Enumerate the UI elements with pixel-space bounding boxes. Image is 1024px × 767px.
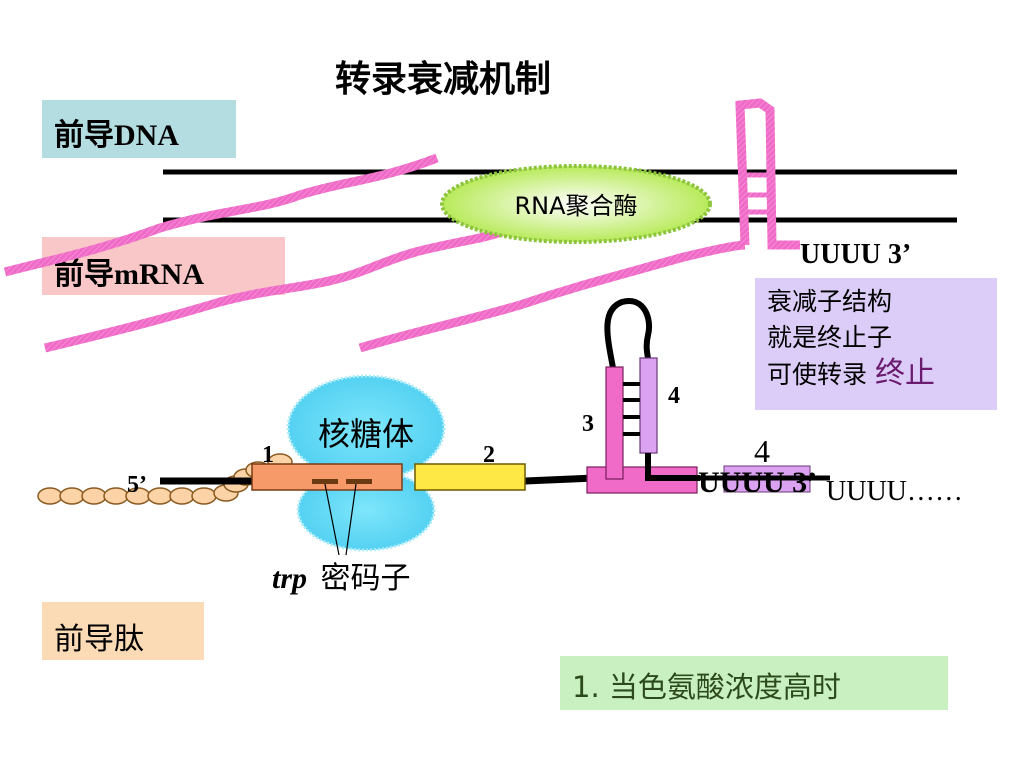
region-3-stem xyxy=(605,366,624,480)
trailing-u-label: UUUU…… xyxy=(826,476,963,507)
note-line-1: 衰减子结构 xyxy=(767,287,893,316)
region-4-number: 4 xyxy=(668,383,680,409)
region-1-number: 1 xyxy=(262,442,274,468)
condition-label: 1. 当色氨酸浓度高时 xyxy=(560,656,948,710)
leader-mrna-label: 前导mRNA xyxy=(42,237,285,295)
trp-codon-pointer-2 xyxy=(345,483,357,556)
region-2-box xyxy=(414,463,526,491)
upper-3prime-label: UUUU 3’ xyxy=(800,239,911,270)
trp-codon-label: trp 密码子 xyxy=(272,561,411,596)
upper-hairpin-rungs xyxy=(742,172,771,215)
ribosome-label: 核糖体 xyxy=(318,415,414,453)
note-line-3: 可使转录 终止 xyxy=(767,356,997,393)
region-2-number: 2 xyxy=(483,442,495,468)
rna-polymerase-label: RNA聚合酶 xyxy=(514,192,637,220)
mrna-linker-2-3 xyxy=(524,474,596,485)
trp-codon-pointer-1 xyxy=(324,483,340,556)
upper-hairpin xyxy=(735,98,800,250)
region-4-stem xyxy=(639,357,658,454)
note-termination-emphasis: 终止 xyxy=(874,356,935,391)
lower-3prime-label: UUUU 3’ xyxy=(698,466,817,499)
leader-dna-label: 前导DNA xyxy=(42,100,236,158)
five-prime-label: 5’ xyxy=(127,472,147,498)
note-line-3-prefix: 可使转录 xyxy=(767,360,875,389)
rna-polymerase xyxy=(440,164,712,244)
page-title: 转录衰减机制 xyxy=(335,58,552,100)
mrna-strand-2 xyxy=(43,200,563,353)
ribosome-large-subunit xyxy=(286,374,446,482)
trp-codon-1 xyxy=(312,479,338,484)
attenuator-note: 衰减子结构 就是终止子 可使转录 终止 xyxy=(755,278,997,410)
leader-peptide-label: 前导肽 xyxy=(42,602,204,660)
region-4-big-number: 4 xyxy=(754,433,770,469)
mrna-strand-1 xyxy=(3,153,439,277)
mrna-strand-3 xyxy=(358,240,746,353)
region-3-number: 3 xyxy=(582,411,594,437)
terminator-rungs xyxy=(623,382,640,436)
note-line-2: 就是终止子 xyxy=(767,323,893,352)
terminator-loop xyxy=(604,298,652,369)
region-1-box xyxy=(251,463,403,491)
trp-codon-2 xyxy=(346,479,372,484)
